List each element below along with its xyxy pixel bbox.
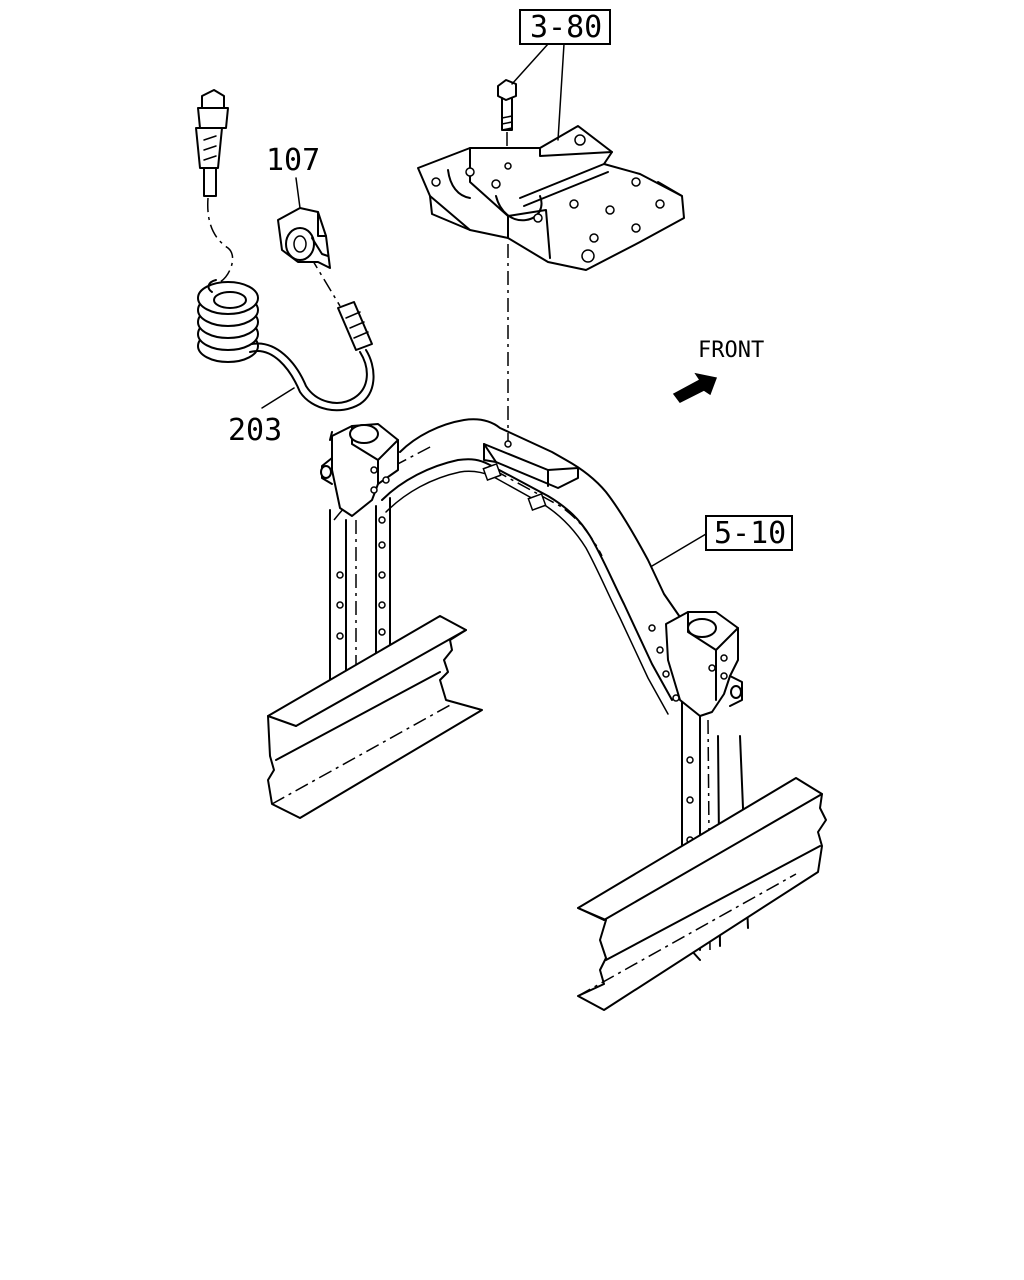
- callout-5-10-text: 5-10: [714, 516, 786, 551]
- front-arrow: [672, 372, 718, 403]
- callout-203-text: 203: [228, 413, 282, 448]
- callout-5-10: 5-10: [705, 515, 793, 551]
- callout-3-80: 3-80: [519, 9, 611, 45]
- leader-3-80: [511, 43, 565, 141]
- frame-left-crossmember: [267, 615, 483, 819]
- clip: [277, 207, 331, 269]
- leader-203: [261, 387, 295, 409]
- frame-arch: [329, 418, 683, 715]
- leader-5-10: [651, 533, 707, 567]
- front-label: FRONT: [698, 338, 764, 363]
- bolt: [497, 79, 517, 131]
- frame-left-leg: [320, 423, 399, 681]
- leader-107: [295, 177, 301, 209]
- clip-to-connector-axis: [309, 255, 341, 307]
- mounting-bracket: [417, 125, 685, 271]
- callout-107-text: 107: [266, 143, 320, 178]
- front-arrow-icon: [672, 372, 718, 403]
- callout-3-80-text: 3-80: [530, 10, 602, 45]
- frame-right-crossmember: [577, 777, 827, 1011]
- coiled-harness: [195, 89, 375, 412]
